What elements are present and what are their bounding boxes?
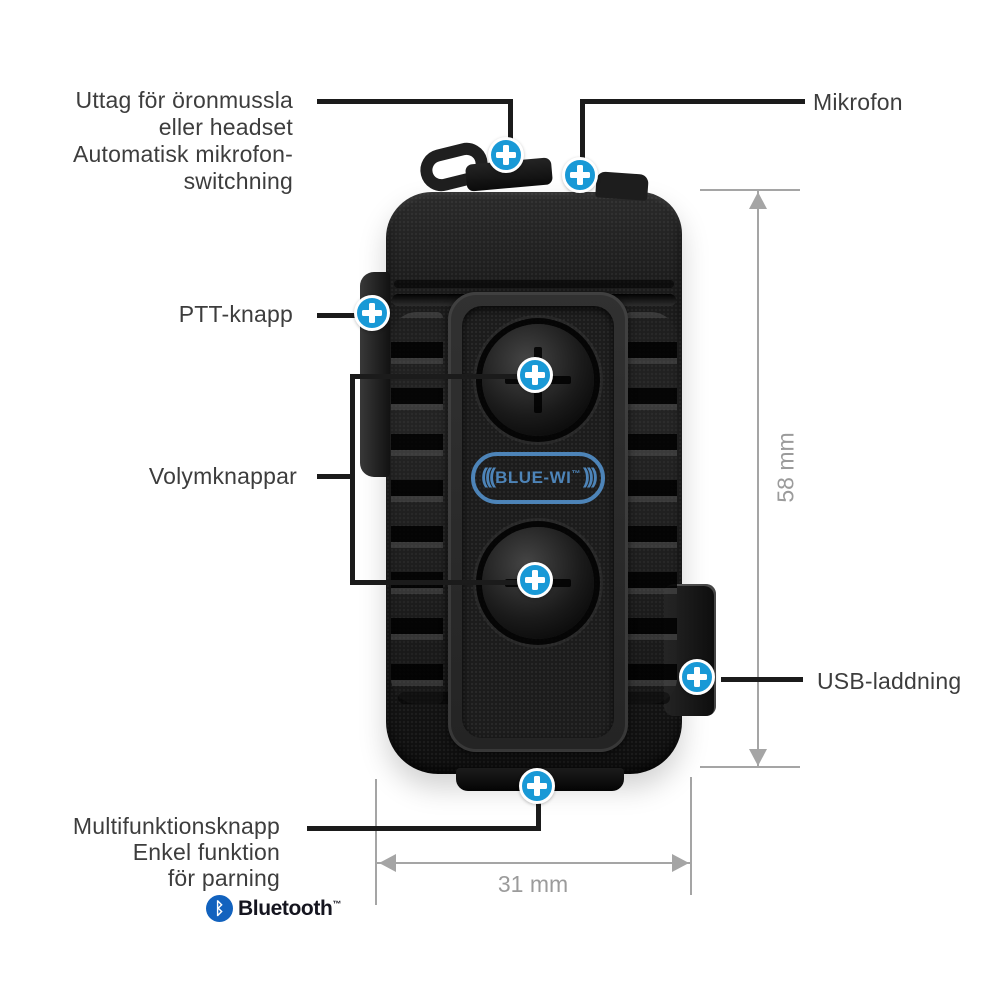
bluetooth-icon: ᛒ [206, 895, 233, 922]
sound-waves-left-icon: ((( [481, 465, 496, 488]
label-earpiece-jack: Uttag för öronmussla eller headset Autom… [60, 87, 293, 195]
dim-58-top-tick [700, 189, 800, 191]
callout-volume-bracket [350, 374, 355, 585]
marker-volume-up plus-icon [517, 357, 553, 393]
marker-multifunction plus-icon [519, 768, 555, 804]
label-line: Enkel funktion [132, 839, 280, 865]
dim-31-left-ext [375, 779, 377, 905]
callout-usb [721, 677, 803, 682]
callout-volume-lead [317, 474, 353, 479]
label-line: Automatisk mikrofon- [72, 141, 293, 167]
dim-58-arrow-down [749, 749, 767, 766]
grip-ribs-right [625, 312, 677, 704]
marker-volume-down plus-icon [517, 562, 553, 598]
callout-multifunction-h [307, 826, 541, 831]
label-usb-charging: USB-laddning [817, 668, 962, 694]
callout-microphone-h [580, 99, 805, 104]
dim-58-label: 58 mm [772, 432, 799, 503]
callout-earpiece-v [508, 99, 513, 139]
label-multifunction-button: Multifunktionsknapp Enkel funktion för p… [60, 813, 280, 891]
trademark-symbol: ™ [571, 468, 581, 479]
dim-31-arrow-right [672, 854, 689, 872]
dim-31-arrow-left [379, 854, 396, 872]
callout-volume-bottom [353, 580, 538, 585]
marker-microphone plus-icon [562, 157, 598, 193]
logo-text: BLUE-WI™ [495, 468, 581, 487]
label-line: eller headset [158, 114, 293, 140]
bluetooth-branding: ᛒ Bluetooth™ [206, 895, 341, 922]
label-line: för parning [167, 865, 280, 891]
callout-earpiece-h [317, 99, 513, 104]
label-line: switchning [183, 168, 293, 194]
body-groove [394, 280, 674, 288]
trademark-symbol: ™ [332, 898, 341, 909]
label-ptt-button: PTT-knapp [178, 301, 293, 327]
callout-multifunction-v [536, 789, 541, 831]
blue-wi-logo: ((( BLUE-WI™ ))) [471, 452, 605, 504]
top-edge-detail [595, 171, 649, 201]
dim-58-line [757, 190, 759, 767]
dim-31-line [377, 862, 691, 864]
marker-earpiece-jack plus-icon [488, 137, 524, 173]
dim-31-label: 31 mm [497, 871, 569, 897]
callout-microphone-v [580, 99, 585, 159]
label-volume-buttons: Volymknappar [148, 463, 297, 489]
label-microphone: Mikrofon [813, 89, 903, 115]
label-line: Multifunktionsknapp [72, 813, 280, 839]
dim-58-bottom-tick [700, 766, 800, 768]
grip-ribs-left [391, 312, 443, 704]
dim-31-right-ext [690, 777, 692, 895]
marker-usb plus-icon [679, 659, 715, 695]
callout-ptt [317, 313, 357, 318]
marker-ptt plus-icon [354, 295, 390, 331]
label-line: Uttag för öronmussla [75, 87, 293, 113]
bluetooth-wordmark: Bluetooth™ [238, 896, 341, 920]
callout-volume-top [353, 374, 538, 379]
sound-waves-right-icon: ))) [582, 465, 598, 488]
dim-58-arrow-up [749, 192, 767, 209]
